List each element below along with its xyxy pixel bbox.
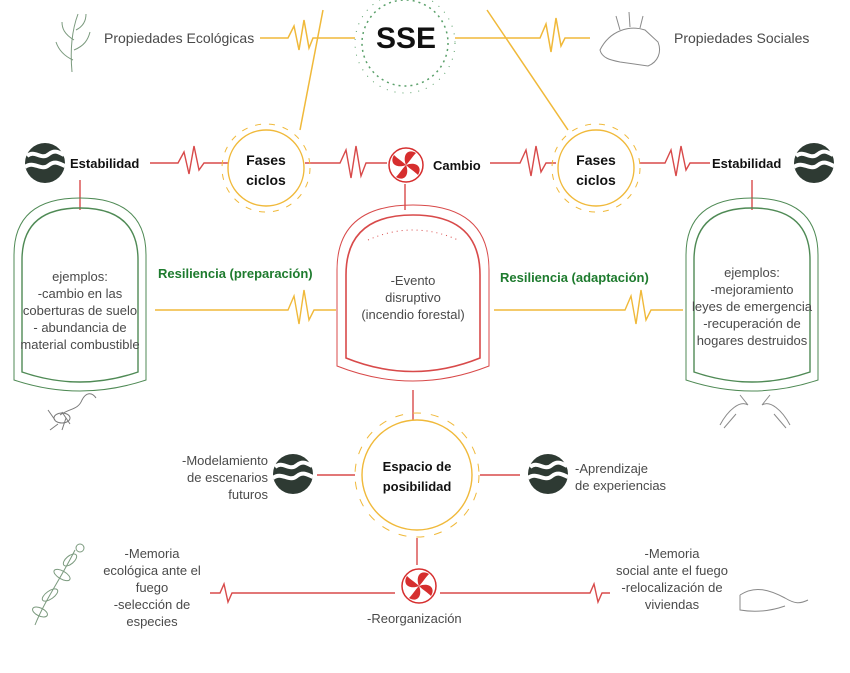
learning-text: -Aprendizaje de experiencias [575, 461, 667, 493]
page-title: SSE [376, 22, 437, 55]
ecological-properties: Propiedades Ecológicas [104, 30, 255, 46]
hands-icon [719, 394, 791, 429]
event-arch [336, 204, 490, 382]
social-memory-text: -Memoria social ante el fuego -relocaliz… [615, 546, 729, 612]
possibility-gear [354, 412, 480, 538]
possibility-connectors [210, 474, 610, 605]
scorpion-icon [47, 393, 97, 431]
change-label: Cambio [433, 158, 481, 173]
sse-sunburst [354, 0, 456, 94]
modeling-text: -Modelamiento de escenarios futuros [182, 453, 268, 502]
wave-icon [526, 452, 570, 496]
left-phases-gear [221, 123, 311, 213]
wave-icon [271, 452, 315, 496]
left-examples: ejemplos: -cambio en las coberturas de s… [20, 269, 140, 352]
handshake-icon [739, 588, 809, 612]
hand-icon [599, 11, 661, 67]
right-stability-label: Estabilidad [712, 156, 782, 171]
right-examples: ejemplos: -mejoramiento leyes de emergen… [692, 265, 812, 348]
left-stability-label: Estabilidad [70, 156, 140, 171]
bloom-icon [388, 147, 424, 183]
resilience-connectors [155, 289, 683, 325]
ecological-memory-text: -Memoria ecológica ante el fuego -selecc… [103, 546, 201, 629]
reorganization-label: -Reorganización [367, 611, 462, 626]
plant-icon [32, 543, 85, 626]
right-phases-gear [551, 123, 641, 213]
top-connectors [260, 9, 590, 131]
left-arch [13, 197, 147, 392]
bloom-icon [401, 568, 437, 604]
right-arch [685, 197, 819, 392]
social-properties: Propiedades Sociales [674, 30, 810, 46]
resilience-adaptation: Resiliencia (adaptación) [500, 270, 649, 285]
wave-icon [792, 141, 836, 185]
wave-icon [23, 141, 67, 185]
fern-icon [55, 13, 91, 73]
event-text: -Evento disruptivo (incendio forestal) [361, 273, 465, 322]
resilience-preparation: Resiliencia (preparación) [158, 266, 313, 281]
